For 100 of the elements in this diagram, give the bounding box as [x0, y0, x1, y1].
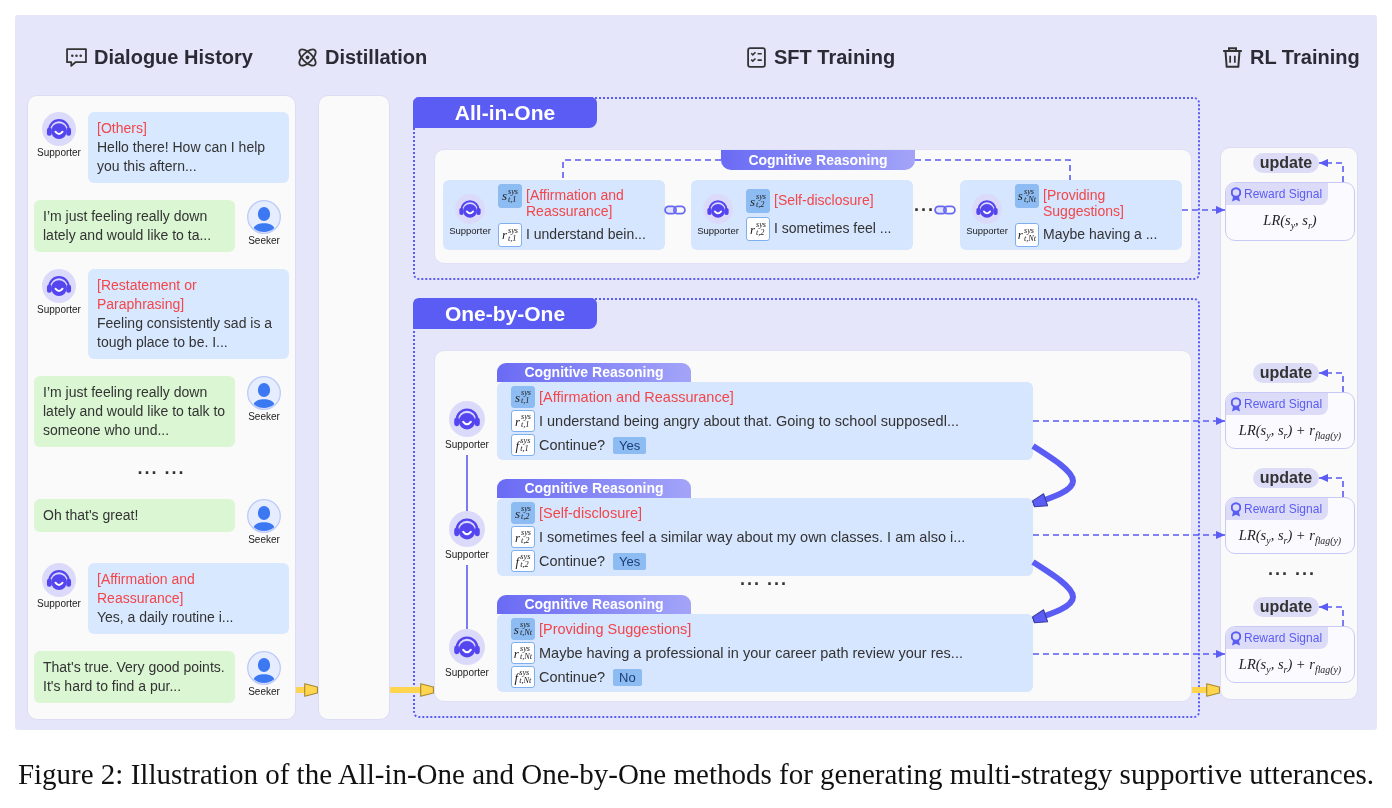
reward-title: Reward Signal [1244, 397, 1323, 411]
speaker-label: Supporter [966, 224, 1008, 237]
answer-badge: Yes [613, 436, 647, 454]
dashed-arrow [1181, 205, 1226, 215]
ellipsis: ··· [914, 201, 935, 219]
empty-panel [318, 95, 390, 720]
strategy-tag: [Providing Suggestions] [1043, 183, 1178, 219]
prompt-text: Continue? [539, 668, 606, 686]
formula-text: LR(s$_{y}$, s$_{r}$) + r$_{flag(y)}$ [1238, 655, 1342, 677]
reward-card [1225, 626, 1355, 683]
message-card [443, 180, 665, 250]
strategy-tag: [Providing Suggestions] [539, 620, 692, 638]
speaker-label: Supporter [697, 224, 739, 237]
update-badge: update [1253, 363, 1319, 383]
reward-card [1225, 392, 1355, 449]
strategy-tag: [Self-disclosure] [539, 504, 643, 522]
speaker-label: Supporter [37, 598, 81, 610]
message-bubble [34, 651, 235, 703]
utterance-text: I’m just feeling really down lately and would like to talk to someone who und... [43, 383, 226, 440]
reasoning-tab: Cognitive Reasoning [721, 150, 915, 170]
dialogue-panel [27, 95, 296, 720]
utterance-text: Maybe having a professional in your career path review your res... [539, 644, 963, 662]
ellipsis: ··· ··· [137, 464, 186, 482]
dashed-arrow [1318, 602, 1344, 627]
message-bubble [88, 269, 289, 359]
strategy-tag: [Others] [97, 119, 280, 138]
utterance-text: Feeling consistently sad is a tough place to be. I... [97, 314, 274, 352]
speaker-label: Supporter [37, 147, 81, 159]
prompt-text: Continue? [539, 552, 606, 570]
ellipsis: ··· ··· [1268, 565, 1316, 583]
message-card [497, 382, 1033, 460]
message-bubble [34, 200, 235, 252]
speaker-label: Supporter [445, 667, 489, 679]
content-card [434, 149, 1192, 264]
speaker-label: Seeker [248, 235, 280, 247]
utterance-text: Oh that's great! [43, 506, 140, 525]
reasoning-tab: Cognitive Reasoning [497, 479, 691, 498]
content-card [434, 350, 1192, 702]
column-heading: Distillation [325, 46, 428, 69]
strategy-tag: [Affirmation and Reassurance] [539, 388, 734, 406]
reward-panel [1220, 147, 1358, 700]
section-tab: One-by-One [413, 298, 597, 329]
reward-title: Reward Signal [1244, 187, 1323, 201]
utterance-text: Yes, a daily routine i... [97, 608, 235, 627]
section-tab: All-in-One [413, 97, 597, 128]
dashed-line [914, 159, 1071, 181]
dashed-arrow [1318, 368, 1344, 393]
message-bubble [88, 563, 289, 634]
reasoning-tab: Cognitive Reasoning [497, 363, 691, 382]
strategy-tag: [Self-disclosure] [774, 189, 874, 208]
utterance-text: I’m just feeling really down lately and would like to ta... [43, 207, 213, 245]
reasoning-tab: Cognitive Reasoning [497, 595, 691, 614]
ellipsis: ··· ··· [740, 575, 788, 593]
message-card [691, 180, 913, 250]
utterance-text: I understand being angry about that. Going to school supposedl... [539, 412, 959, 430]
reward-title: Reward Signal [1244, 502, 1323, 516]
utterance-text: I sometimes feel a similar way about my own classes. I am also i... [539, 528, 966, 546]
update-badge: update [1253, 468, 1319, 488]
dashed-arrow [1032, 649, 1226, 659]
strategy-tag: [Affirmation and Reassurance] [97, 570, 280, 608]
reward-card [1225, 182, 1355, 241]
dashed-arrow [1032, 530, 1226, 540]
prompt-text: Continue? [539, 436, 606, 454]
formula-text: LR(s$_{y}$, s$_{r}$) [1263, 211, 1317, 233]
utterance-text: That's true. Very good points. It's hard to find a pur... [43, 658, 226, 696]
message-bubble [88, 112, 289, 183]
connector-line [466, 454, 468, 512]
column-heading: RL Training [1250, 46, 1360, 69]
column-heading: Dialogue History [94, 46, 253, 69]
connector-line [466, 564, 468, 630]
speaker-label: Supporter [445, 549, 489, 561]
speaker-label: Supporter [37, 304, 81, 316]
speaker-label: Supporter [445, 439, 489, 451]
formula-text: LR(s$_{y}$, s$_{r}$) + r$_{flag(y)}$ [1238, 421, 1342, 443]
speaker-label: Seeker [248, 534, 280, 546]
column-heading: SFT Training [774, 46, 896, 69]
dashed-arrow [1318, 158, 1344, 183]
update-badge: update [1253, 597, 1319, 617]
utterance-text: I understand bein... [526, 224, 646, 242]
utterance-text: Hello there! How can I help you this aftern... [97, 138, 267, 176]
speaker-label: Seeker [248, 411, 280, 423]
message-bubble [34, 499, 235, 532]
message-bubble [34, 376, 235, 447]
dashed-arrow [1318, 473, 1344, 498]
reward-card [1225, 497, 1355, 554]
dashed-line [562, 159, 722, 181]
strategy-tag: [Affirmation and Reassurance] [526, 183, 661, 219]
message-card [497, 498, 1033, 576]
dotted-region [413, 298, 1200, 718]
answer-badge: No [613, 668, 642, 686]
figure-caption: Figure 2: Illustration of the All-in-One and One-by-One methods for generating multi-strategy supportive utterances. [16, 757, 1376, 791]
dotted-region [413, 97, 1200, 280]
dashed-arrow [1032, 416, 1226, 426]
reward-title: Reward Signal [1244, 631, 1323, 645]
speaker-label: Seeker [248, 686, 280, 698]
utterance-text: I sometimes feel ... [774, 219, 892, 236]
answer-badge: Yes [613, 552, 647, 570]
speaker-label: Supporter [449, 224, 491, 237]
message-card [960, 180, 1182, 250]
utterance-text: Maybe having a ... [1043, 224, 1158, 242]
